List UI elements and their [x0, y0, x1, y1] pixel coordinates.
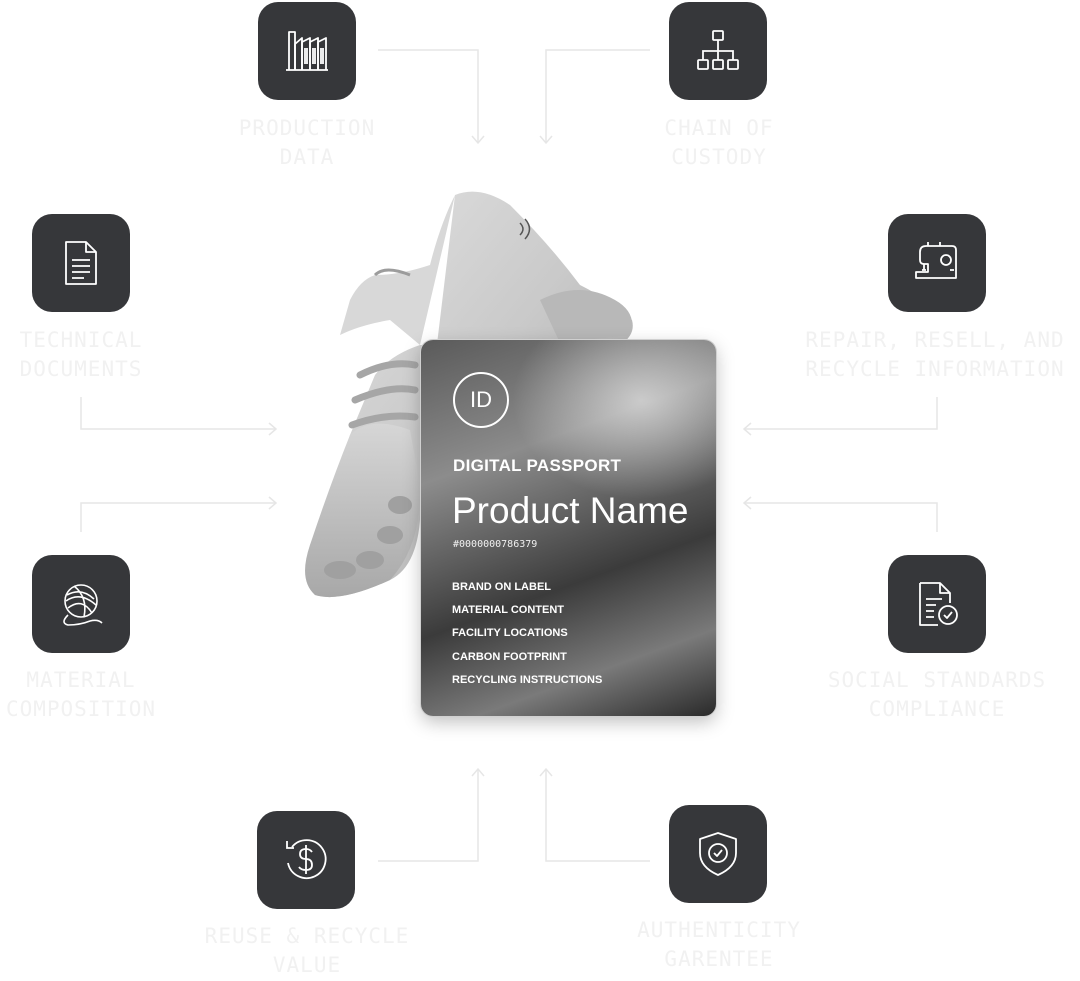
- chain-of-custody-label: CHAIN OF CUSTODY: [612, 114, 826, 172]
- social-standards-tile: [888, 555, 986, 653]
- label-line: REPAIR, RESELL, AND: [805, 328, 1065, 352]
- hierarchy-icon: [697, 30, 739, 70]
- digital-passport-card: ID DIGITAL PASSPORT Product Name #000000…: [421, 340, 716, 716]
- attribute-item: RECYCLING INSTRUCTIONS: [452, 673, 603, 686]
- reuse-recycle-value-tile: [257, 811, 355, 909]
- material-composition-tile: [32, 555, 130, 653]
- dollar-cycle-icon: [286, 839, 327, 880]
- production-data-label: PRODUCTION DATA: [200, 114, 414, 172]
- social-standards-label: SOCIAL STANDARDS COMPLIANCE: [810, 666, 1064, 724]
- label-line: COMPLIANCE: [868, 697, 1006, 721]
- yarn-ball-icon: [63, 584, 103, 626]
- passport-title: DIGITAL PASSPORT: [453, 456, 622, 475]
- reuse-recycle-value-label: REUSE & RECYCLE VALUE: [180, 922, 434, 980]
- factory-icon: [286, 31, 328, 71]
- attribute-item: CARBON FOOTPRINT: [452, 650, 567, 663]
- attribute-item: FACILITY LOCATIONS: [452, 627, 568, 640]
- label-line: SOCIAL STANDARDS: [827, 668, 1047, 692]
- document-icon: [65, 241, 97, 285]
- sewing-machine-icon: [915, 242, 957, 279]
- label-line: GARENTEE: [664, 947, 774, 971]
- shield-check-icon: [699, 832, 737, 876]
- chain-of-custody-tile: [669, 2, 767, 100]
- attribute-list: BRAND ON LABEL MATERIAL CONTENT FACILITY…: [452, 580, 602, 696]
- attribute-item: MATERIAL CONTENT: [452, 604, 565, 617]
- label-line: AUTHENTICITY: [637, 918, 801, 942]
- label-line: TECHNICAL: [19, 328, 143, 352]
- authenticity-tile: [669, 805, 767, 903]
- repair-resell-recycle-label: REPAIR, RESELL, AND RECYCLE INFORMATION: [790, 326, 1080, 384]
- label-line: DATA: [279, 145, 335, 169]
- label-line: REUSE & RECYCLE: [204, 924, 410, 948]
- material-composition-label: MATERIAL COMPOSITION: [0, 666, 162, 724]
- label-line: PRODUCTION: [238, 116, 376, 140]
- product-name: Product Name: [452, 490, 689, 531]
- label-line: DOCUMENTS: [19, 357, 143, 381]
- label-line: CHAIN OF: [664, 116, 774, 140]
- technical-documents-tile: [32, 214, 130, 312]
- repair-resell-recycle-tile: [888, 214, 986, 312]
- attribute-item: BRAND ON LABEL: [452, 581, 551, 593]
- label-line: RECYCLE INFORMATION: [805, 357, 1065, 381]
- product-id: #0000000786379: [453, 539, 538, 550]
- document-check-icon: [919, 582, 958, 626]
- production-data-tile: [258, 2, 356, 100]
- label-line: VALUE: [272, 953, 342, 977]
- authenticity-label: AUTHENTICITY GARENTEE: [612, 916, 826, 974]
- sneaker-image: [305, 191, 633, 598]
- id-badge: ID: [453, 372, 509, 428]
- label-line: MATERIAL: [26, 668, 136, 692]
- label-line: COMPOSITION: [5, 697, 157, 721]
- technical-documents-label: TECHNICAL DOCUMENTS: [0, 326, 162, 384]
- label-line: CUSTODY: [671, 145, 767, 169]
